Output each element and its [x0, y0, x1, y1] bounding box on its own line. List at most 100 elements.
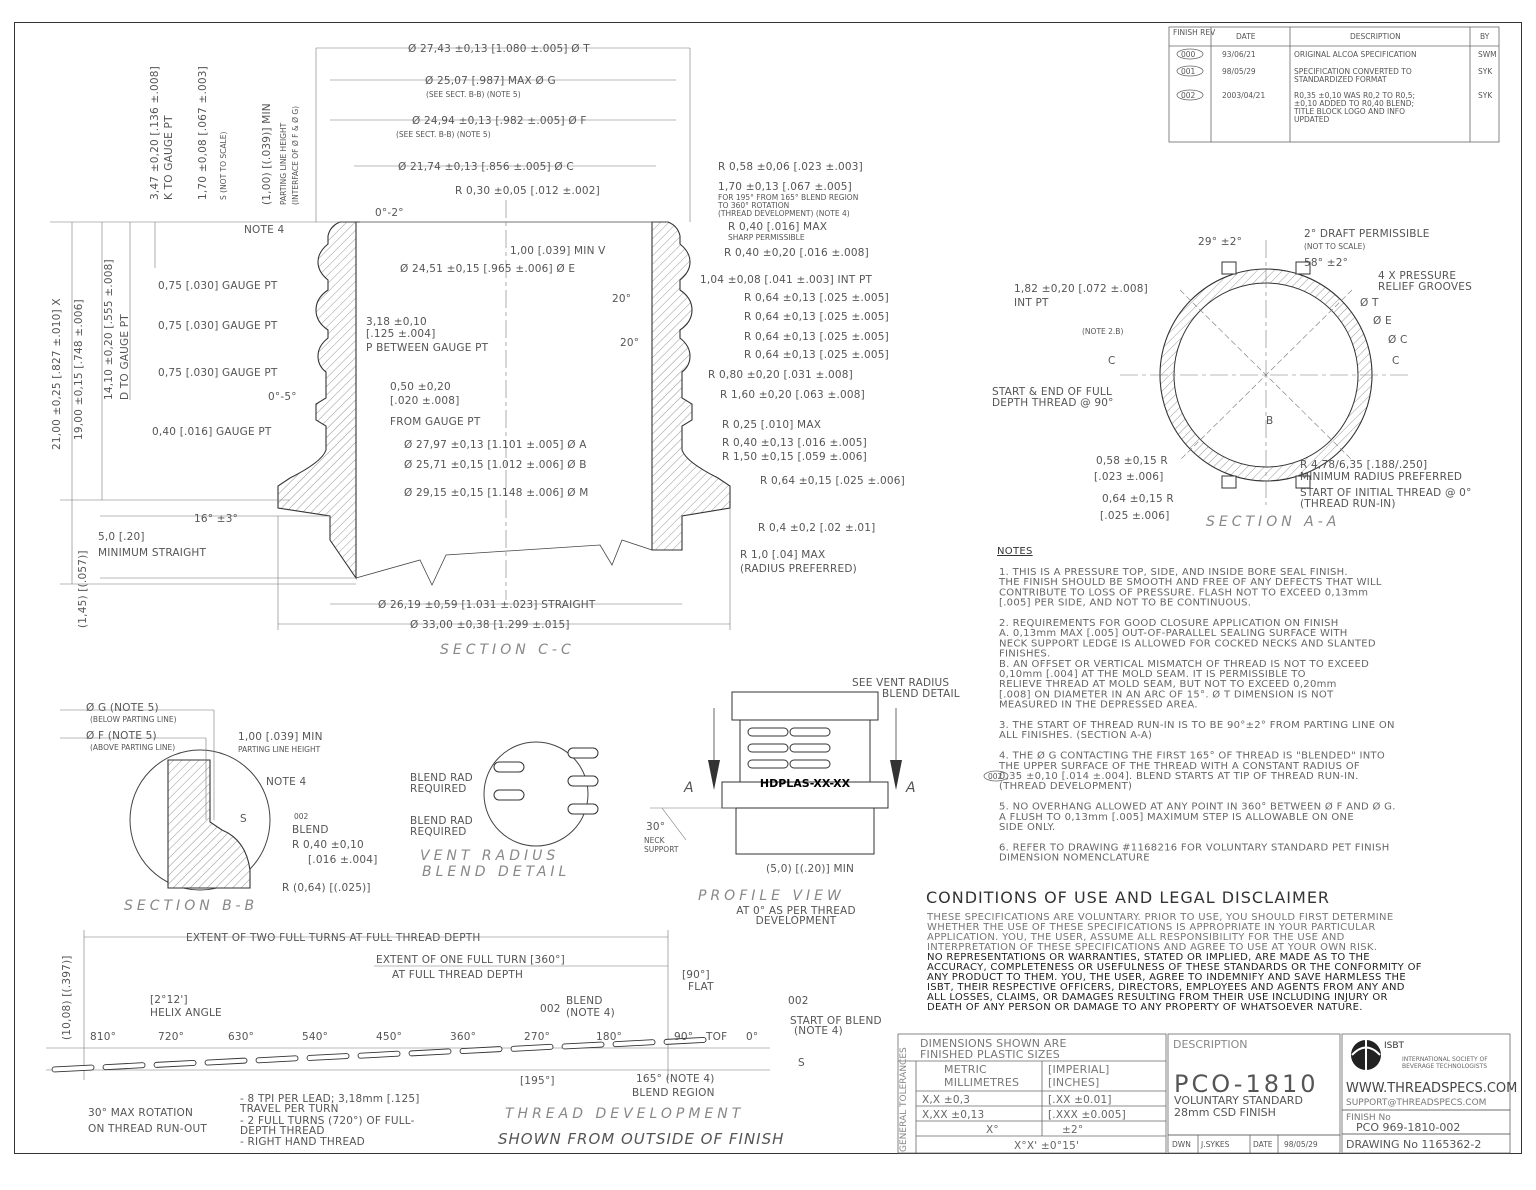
left-label: 0,75 [.030] GAUGE PT [158, 280, 278, 292]
right-label: R 1,50 ±0,15 [.059 ±.006] [722, 451, 867, 463]
dim-vertical: (INTERFACE OF Ø F & Ø G) [291, 106, 300, 205]
dim-top: (SEE SECT. B-B) (NOTE 5) [426, 90, 521, 99]
right-label: R 0,64 ±0,13 [.025 ±.005] [744, 331, 889, 343]
tb-desc-line-2: 28mm CSD FINISH [1174, 1106, 1276, 1119]
right-label: 1,04 ±0,08 [.041 ±.003] INT PT [700, 274, 872, 286]
section-b-label: [.016 ±.004] [308, 854, 378, 866]
degree-label: 90° [674, 1031, 693, 1043]
dim-bottom: Ø 33,00 ±0,38 [1.299 ±.015] [410, 619, 570, 631]
section-b-label: 002 [294, 812, 309, 821]
left-label: NOTE 4 [244, 224, 285, 236]
notes-heading: NOTES [997, 546, 1033, 557]
thread-dev-subtitle: SHOWN FROM OUTSIDE OF FINISH [498, 1130, 784, 1148]
inner-label: Ø 29,15 ±0,15 [1.148 ±.006] Ø M [404, 487, 588, 499]
note-line: THE FINISH SHOULD BE SMOOTH AND FREE OF … [998, 577, 1382, 588]
dim-top: Ø 27,43 ±0,13 [1.080 ±.005] Ø T [408, 43, 590, 55]
disclaimer-line: ANY PRODUCT TO THEM. YOU, THE USER, AGRE… [927, 972, 1406, 983]
dim-vertical: 3,47 ±0,20 [.136 ±.008] [149, 66, 161, 200]
tol-col-imperial: [IMPERIAL] [1048, 1063, 1109, 1076]
thread-dev-title: THREAD DEVELOPMENT [505, 1106, 744, 1122]
tol-row-metric: X° [986, 1124, 999, 1136]
dim-top: (SEE SECT. B-B) (NOTE 5) [396, 130, 491, 139]
thread-label: - 2 FULL TURNS (720°) OF FULL- [240, 1115, 415, 1127]
section-a-label: DEPTH THREAD @ 90° [992, 397, 1114, 409]
section-a-label: START & END OF FULL [992, 386, 1112, 398]
section-b-label: NOTE 4 [266, 776, 307, 788]
tb-finish-label: FINISH No [1346, 1113, 1391, 1123]
thread-label: (NOTE 4) [794, 1025, 843, 1037]
section-a-label: (NOT TO SCALE) [1304, 242, 1365, 251]
dim-top: Ø 25,07 [.987] MAX Ø G [425, 75, 556, 87]
note-line: MEASURED IN THE DEPRESSED AREA. [999, 700, 1198, 711]
dim-vertical: PARTING LINE HEIGHT [279, 122, 288, 205]
profile-view-stamp: HDPLAS-XX-XX [760, 777, 851, 790]
dim-top: R 0,30 ±0,05 [.012 ±.002] [455, 185, 600, 197]
note-line: 3. THE START OF THREAD RUN-IN IS TO BE 9… [999, 720, 1395, 731]
note-line: FINISHES. [999, 649, 1051, 660]
section-a-label: Ø T [1360, 297, 1379, 309]
note-line: 0,35 ±0,10 [.014 ±.004]. BLEND STARTS AT… [999, 771, 1359, 782]
right-label: R 0,4 ±0,2 [.02 ±.01] [758, 522, 875, 534]
section-b-label: Ø F (NOTE 5) [86, 730, 157, 742]
right-label: R 0,40 ±0,13 [.016 ±.005] [722, 437, 867, 449]
section-b-label: 1,00 [.039] MIN [238, 731, 323, 743]
left-label: 0,40 [.016] GAUGE PT [152, 426, 272, 438]
vent-detail-title-1: VENT RADIUS [420, 848, 559, 864]
section-b-label: R (0,64) [(.025)] [282, 882, 371, 894]
note-line: B. AN OFFSET OR VERTICAL MISMATCH OF THR… [999, 659, 1369, 670]
tol-col-metric: MILLIMETRES [944, 1076, 1019, 1089]
thread-label: 002 [540, 1003, 561, 1015]
degree-label: 0° [746, 1031, 758, 1043]
dim-vertical: 21,00 ±0,25 [.827 ±.010] X [51, 298, 63, 450]
disclaimer-line: ISBT, THEIR RESPECTIVE OFFICERS, DIRECTO… [927, 982, 1405, 993]
degree-label: 810° [90, 1031, 116, 1043]
dim-vertical: 14,10 ±0,20 [.555 ±.008] [103, 259, 115, 400]
title-block: DESCRIPTION PCO-1810 VOLUNTARY STANDARD … [1167, 1033, 1517, 1154]
disclaimer-line: APPLICATION. YOU, THE USER, ASSUME ALL R… [927, 932, 1345, 943]
section-a-label: 29° ±2° [1198, 236, 1242, 248]
drawing-sheet [14, 22, 1522, 1154]
dim-vertical: S (NOT TO SCALE) [219, 132, 228, 200]
thread-label: (NOTE 4) [566, 1007, 615, 1019]
profile-label: NECK [644, 836, 666, 845]
right-label: (RADIUS PREFERRED) [740, 563, 857, 575]
section-b-label: R 0,40 ±0,10 [292, 839, 364, 851]
thread-label: S [798, 1057, 805, 1069]
left-label: 0,75 [.030] GAUGE PT [158, 320, 278, 332]
section-a-label: (THREAD RUN-IN) [1300, 498, 1396, 510]
section-b-label: (BELOW PARTING LINE) [90, 715, 177, 724]
thread-label: TRAVEL PER TURN [239, 1103, 339, 1115]
inner-label: 20° [620, 337, 639, 349]
rev-date: 98/05/29 [1222, 67, 1256, 76]
disclaimer-line: ACCURACY, COMPLETENESS OR USEFULNESS OF … [927, 962, 1422, 973]
inner-label: [.020 ±.008] [390, 395, 460, 407]
section-a-label: Ø E [1373, 315, 1392, 327]
thread-segment [459, 1046, 503, 1055]
vent-label: BLEND RAD [410, 815, 473, 827]
rev-date: 2003/04/21 [1222, 91, 1265, 100]
dim-top: 0°-2° [375, 207, 404, 219]
note-line: 5. NO OVERHANG ALLOWED AT ANY POINT IN 3… [999, 801, 1396, 813]
thread-label: [2°12'] [150, 994, 188, 1006]
section-a-a-title: SECTION A-A [1206, 514, 1340, 530]
thread-label: [90°] [682, 969, 710, 981]
inner-label: Ø 27,97 ±0,13 [1.101 ±.005] Ø A [404, 439, 587, 451]
rev-description: SPECIFICATION CONVERTED TO [1294, 67, 1412, 76]
dim-bottom: Ø 26,19 ±0,59 [1.031 ±.023] STRAIGHT [378, 599, 596, 611]
rev-description: ±0,10 ADDED TO R0,40 BLEND; [1294, 99, 1414, 108]
left-label: 0,75 [.030] GAUGE PT [158, 367, 278, 379]
thread-label: (10,08) [(.397)] [61, 955, 73, 1040]
rev-number: 002 [1181, 91, 1196, 100]
thread-label: - 8 TPI PER LEAD; 3,18mm [.125] [240, 1093, 420, 1105]
right-label: R 0,64 ±0,13 [.025 ±.005] [744, 292, 889, 304]
degree-label: TOF [705, 1031, 727, 1043]
thread-segment [102, 1062, 146, 1071]
profile-label: SEE VENT RADIUS [852, 677, 949, 689]
thread-segment [51, 1064, 95, 1073]
tb-dwn-label: DWN [1172, 1140, 1191, 1149]
thread-label: 30° MAX ROTATION [88, 1107, 193, 1119]
tolerance-table: GENERAL TOLERANCES DIMENSIONS SHOWN AREF… [897, 1033, 1167, 1154]
vent-label: REQUIRED [410, 826, 467, 838]
